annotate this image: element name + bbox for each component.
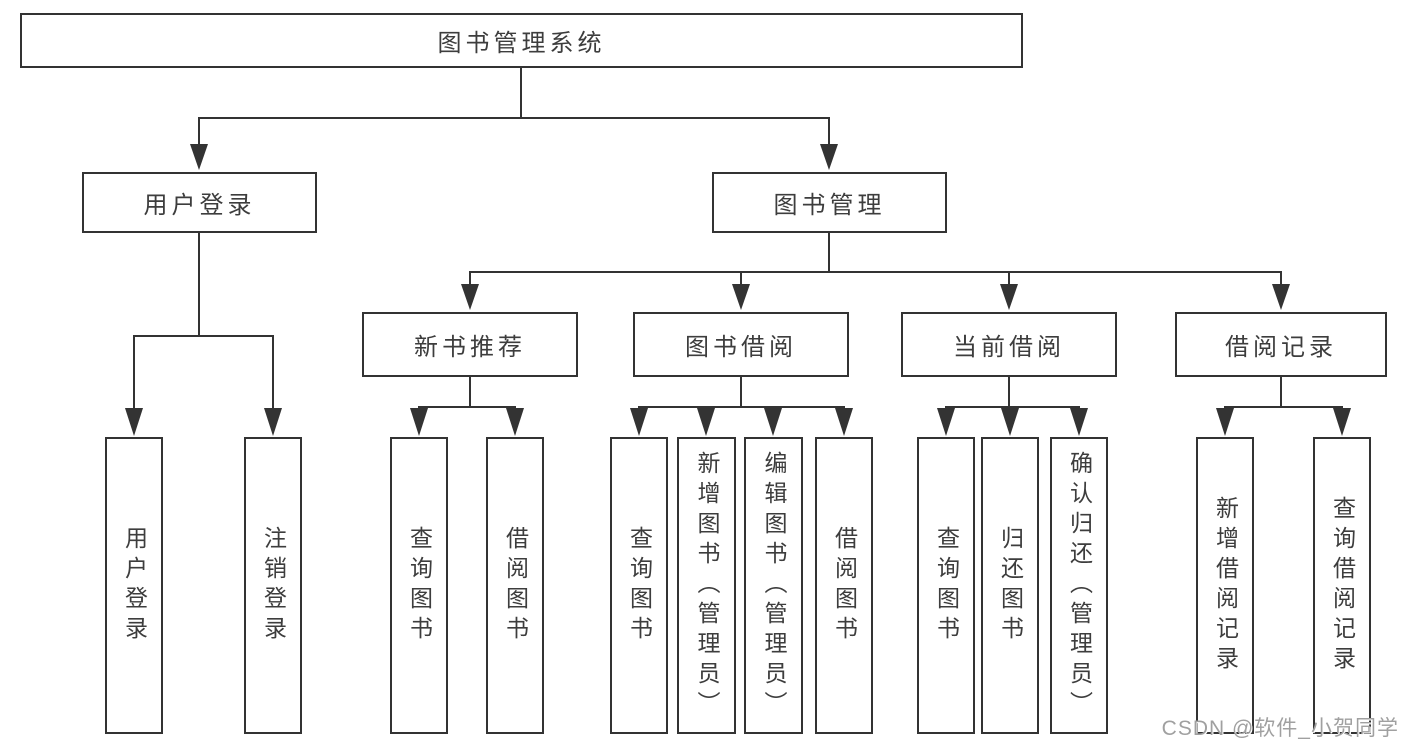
connector-lines: [133, 66, 1343, 410]
csdn-watermark: CSDN @软件_小贺同学: [1161, 717, 1399, 740]
node-user-login: 用户登录: [82, 172, 317, 233]
node-new-book-recommend: 新书推荐: [362, 312, 578, 377]
node-current-borrow: 当前借阅: [901, 312, 1117, 377]
leaf-borrow-add-book-admin: 新增图书（管理员）: [677, 437, 736, 734]
leaf-records-query-record: 查询借阅记录: [1313, 437, 1371, 734]
arrowheads: [125, 144, 1351, 436]
leaf-borrow-query-book: 查询图书: [610, 437, 668, 734]
leaf-user-login: 用户登录: [105, 437, 163, 734]
node-book-management: 图书管理: [712, 172, 947, 233]
leaf-current-query-book: 查询图书: [917, 437, 975, 734]
leaf-recommend-borrow-book: 借阅图书: [486, 437, 544, 734]
node-borrow-records: 借阅记录: [1175, 312, 1387, 377]
leaf-current-confirm-return-admin: 确认归还（管理员）: [1050, 437, 1108, 734]
leaf-records-add-record: 新增借阅记录: [1196, 437, 1254, 734]
leaf-logout-login: 注销登录: [244, 437, 302, 734]
leaf-recommend-query-book: 查询图书: [390, 437, 448, 734]
leaf-borrow-edit-book-admin: 编辑图书（管理员）: [744, 437, 803, 734]
node-root-system: 图书管理系统: [20, 13, 1023, 68]
leaf-current-return-book: 归还图书: [981, 437, 1039, 734]
leaf-borrow-borrow-book: 借阅图书: [815, 437, 873, 734]
node-book-borrow: 图书借阅: [633, 312, 849, 377]
